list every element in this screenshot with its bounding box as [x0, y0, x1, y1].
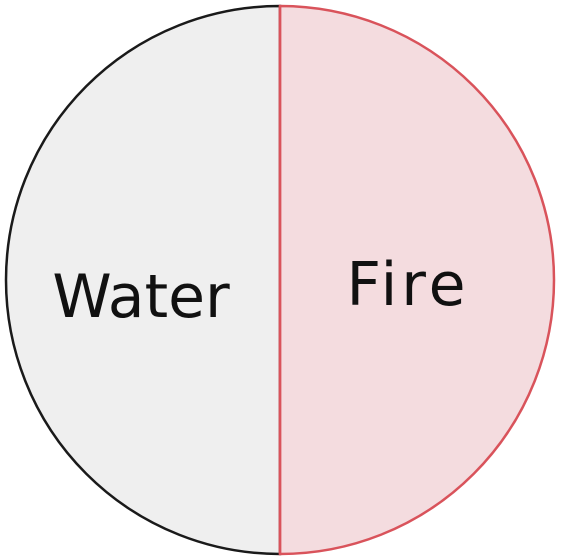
fire-half	[278, 4, 556, 556]
fire-label: Fire	[346, 250, 469, 320]
water-label: Water	[52, 262, 230, 332]
water-half	[4, 4, 282, 556]
